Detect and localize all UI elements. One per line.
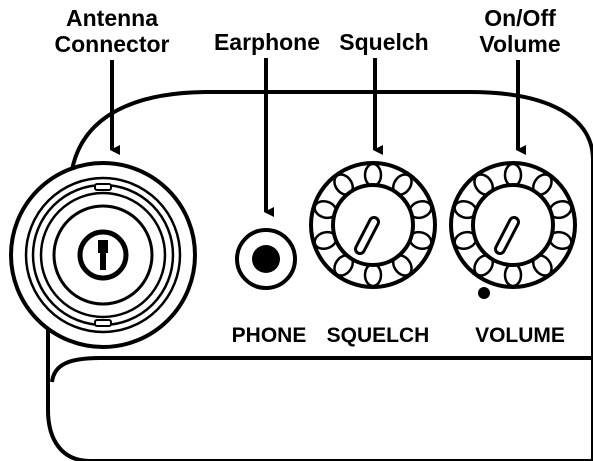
squelch-callout: Squelch [339, 29, 428, 55]
power-indicator-dot [478, 287, 490, 299]
squelch-panel-label: SQUELCH [327, 324, 430, 347]
antenna-connector [9, 161, 197, 349]
onoff-callout-line2: Volume [479, 31, 560, 57]
knob-grip-ridge [363, 162, 383, 188]
volume-knob [449, 161, 577, 289]
knob-grip-ridge [503, 262, 523, 288]
onoff-callout-line1: On/Off [484, 5, 556, 31]
knob-grip-ridge [363, 262, 383, 288]
volume-panel-label: VOLUME [475, 324, 565, 347]
antenna-callout-line1: Antenna [66, 5, 158, 31]
phone-panel-label: PHONE [232, 324, 307, 347]
knob-pointer-fill [497, 219, 517, 252]
knob-pointer-fill [357, 219, 377, 252]
squelch-knob [309, 161, 437, 289]
antenna-callout-line2: Connector [55, 31, 170, 57]
panel-ridge-line [50, 356, 593, 383]
knob-grip-ridge [503, 162, 523, 188]
earphone-jack [235, 228, 297, 290]
radio-body-outline [46, 90, 593, 461]
earphone-callout: Earphone [214, 29, 320, 55]
